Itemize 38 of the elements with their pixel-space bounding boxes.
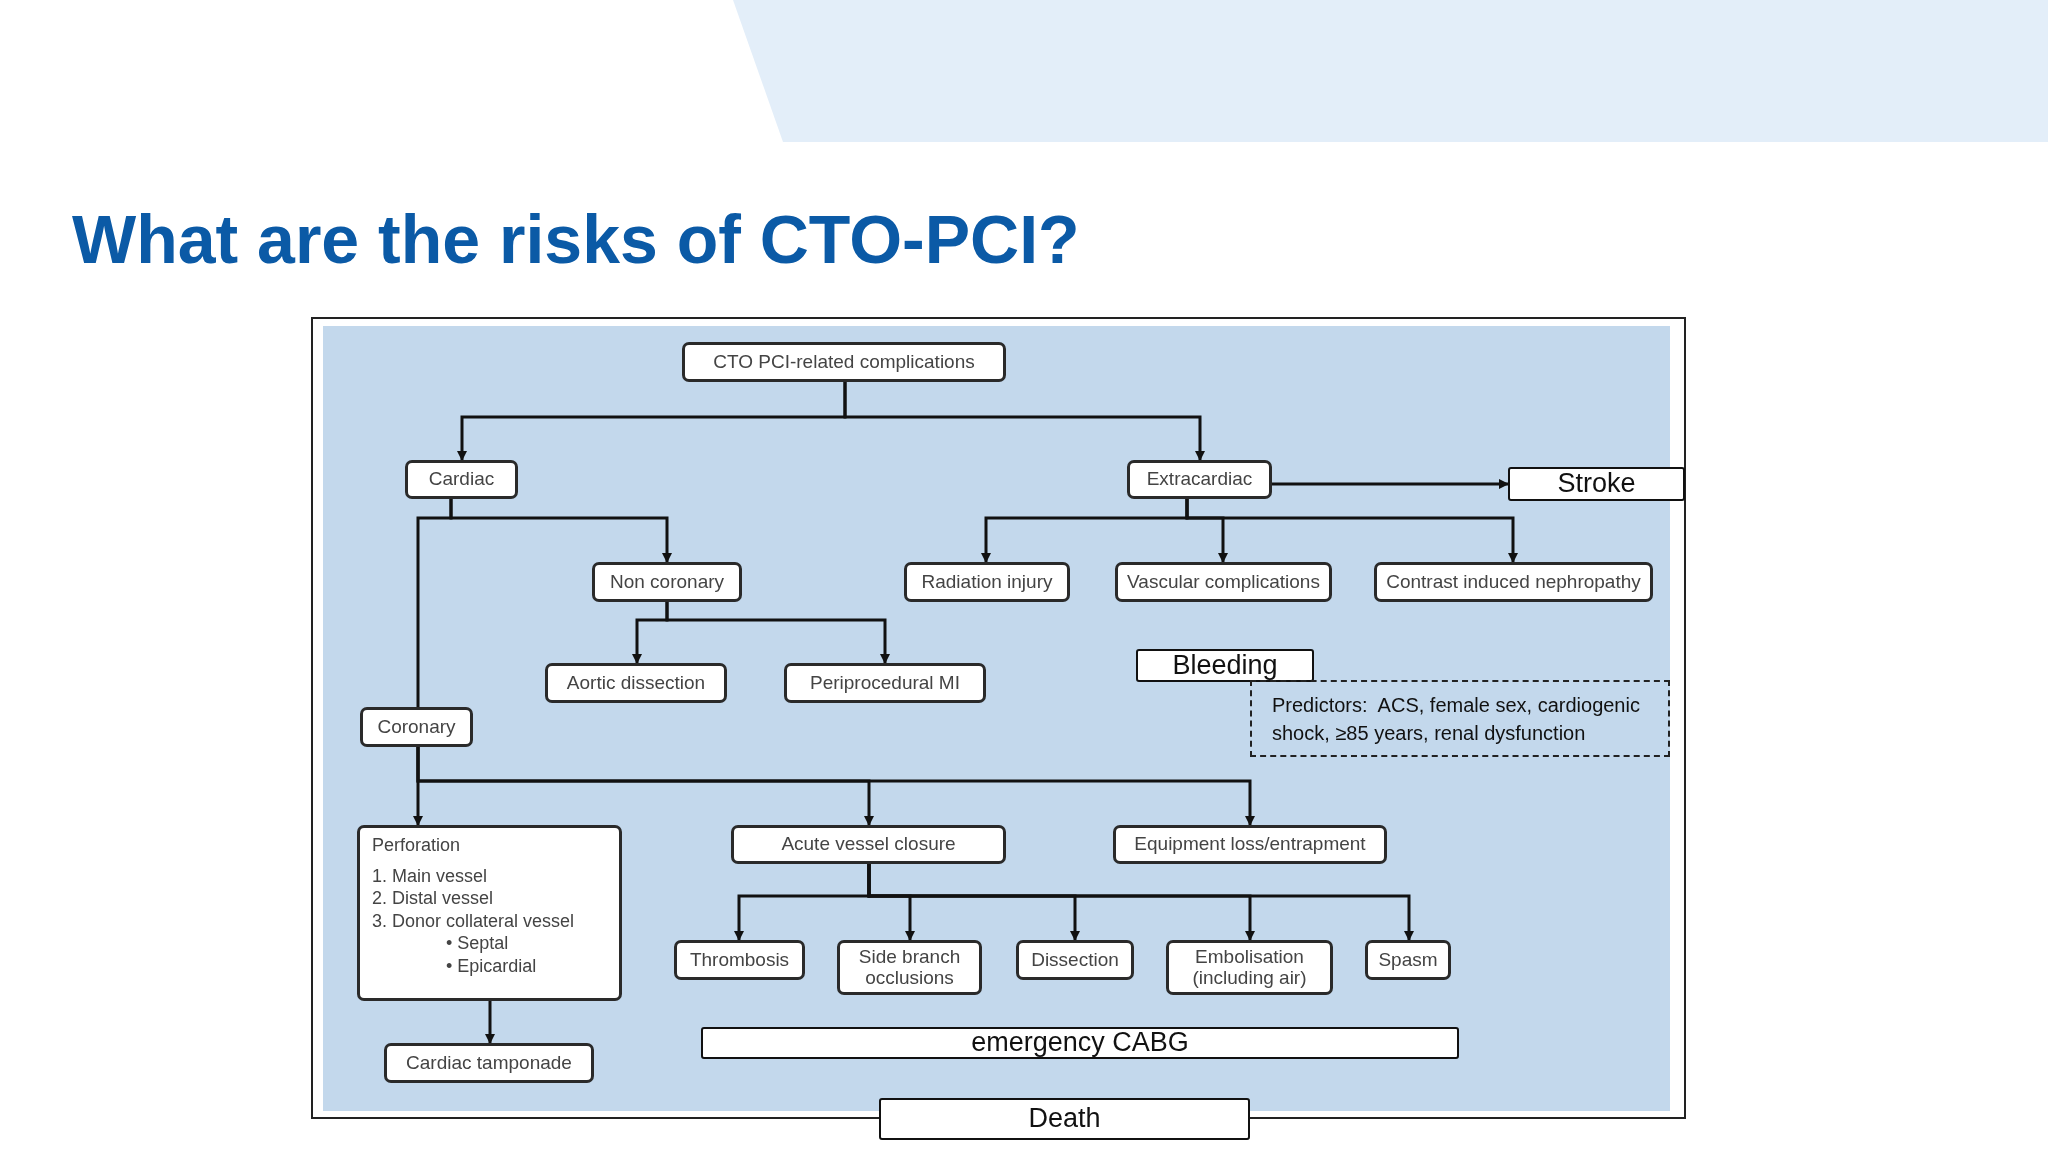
process-box: Cardiac	[405, 460, 518, 499]
bullet-item: • Septal	[446, 932, 510, 955]
outcome-box: Death	[879, 1098, 1250, 1140]
arrow	[1185, 499, 1518, 563]
process-box: Coronary	[360, 707, 473, 747]
outcome-box: emergency CABG	[701, 1027, 1459, 1059]
process-box: Aortic dissection	[545, 663, 727, 703]
note-box: Predictors: ACS, female sex, cardiogenic shock, ≥85 years, renal dysfunction	[1250, 680, 1670, 757]
process-box: CTO PCI-related complications	[682, 342, 1006, 382]
arrow	[485, 1001, 495, 1044]
process-box: Cardiac tamponade	[384, 1043, 594, 1083]
process-box: Non coronary	[592, 562, 742, 602]
arrow	[1272, 479, 1509, 489]
arrow	[843, 382, 1205, 461]
process-box: Equipment loss/entrapment	[1113, 825, 1387, 864]
list-item: 3. Donor collateral vessel	[372, 909, 576, 933]
arrow	[416, 747, 1255, 826]
process-box: Side branch occlusions	[837, 940, 982, 995]
process-box: Extracardiac	[1127, 460, 1272, 499]
box-heading: Perforation	[372, 836, 462, 856]
outcome-box: Stroke	[1508, 467, 1685, 501]
bullet-item: • Epicardial	[446, 954, 538, 978]
process-box: Spasm	[1365, 940, 1451, 980]
list-item: 1. Main vessel	[372, 864, 489, 888]
arrow	[665, 602, 890, 664]
process-box	[357, 825, 622, 1001]
arrow	[867, 864, 1414, 941]
process-box: Contrast induced nephropathy	[1374, 562, 1653, 602]
process-box: Vascular complications	[1115, 562, 1332, 602]
process-box: Acute vessel closure	[731, 825, 1006, 864]
outcome-box: Bleeding	[1136, 649, 1314, 682]
slide-title: What are the risks of CTO-PCI?	[72, 200, 1080, 278]
process-box: Periprocedural MI	[784, 663, 986, 703]
process-box: Embolisation (including air)	[1166, 940, 1333, 995]
list-item: 2. Distal vessel	[372, 887, 495, 910]
process-box: Dissection	[1016, 940, 1134, 980]
process-box: Radiation injury	[904, 562, 1070, 602]
process-box: Thrombosis	[674, 940, 805, 980]
